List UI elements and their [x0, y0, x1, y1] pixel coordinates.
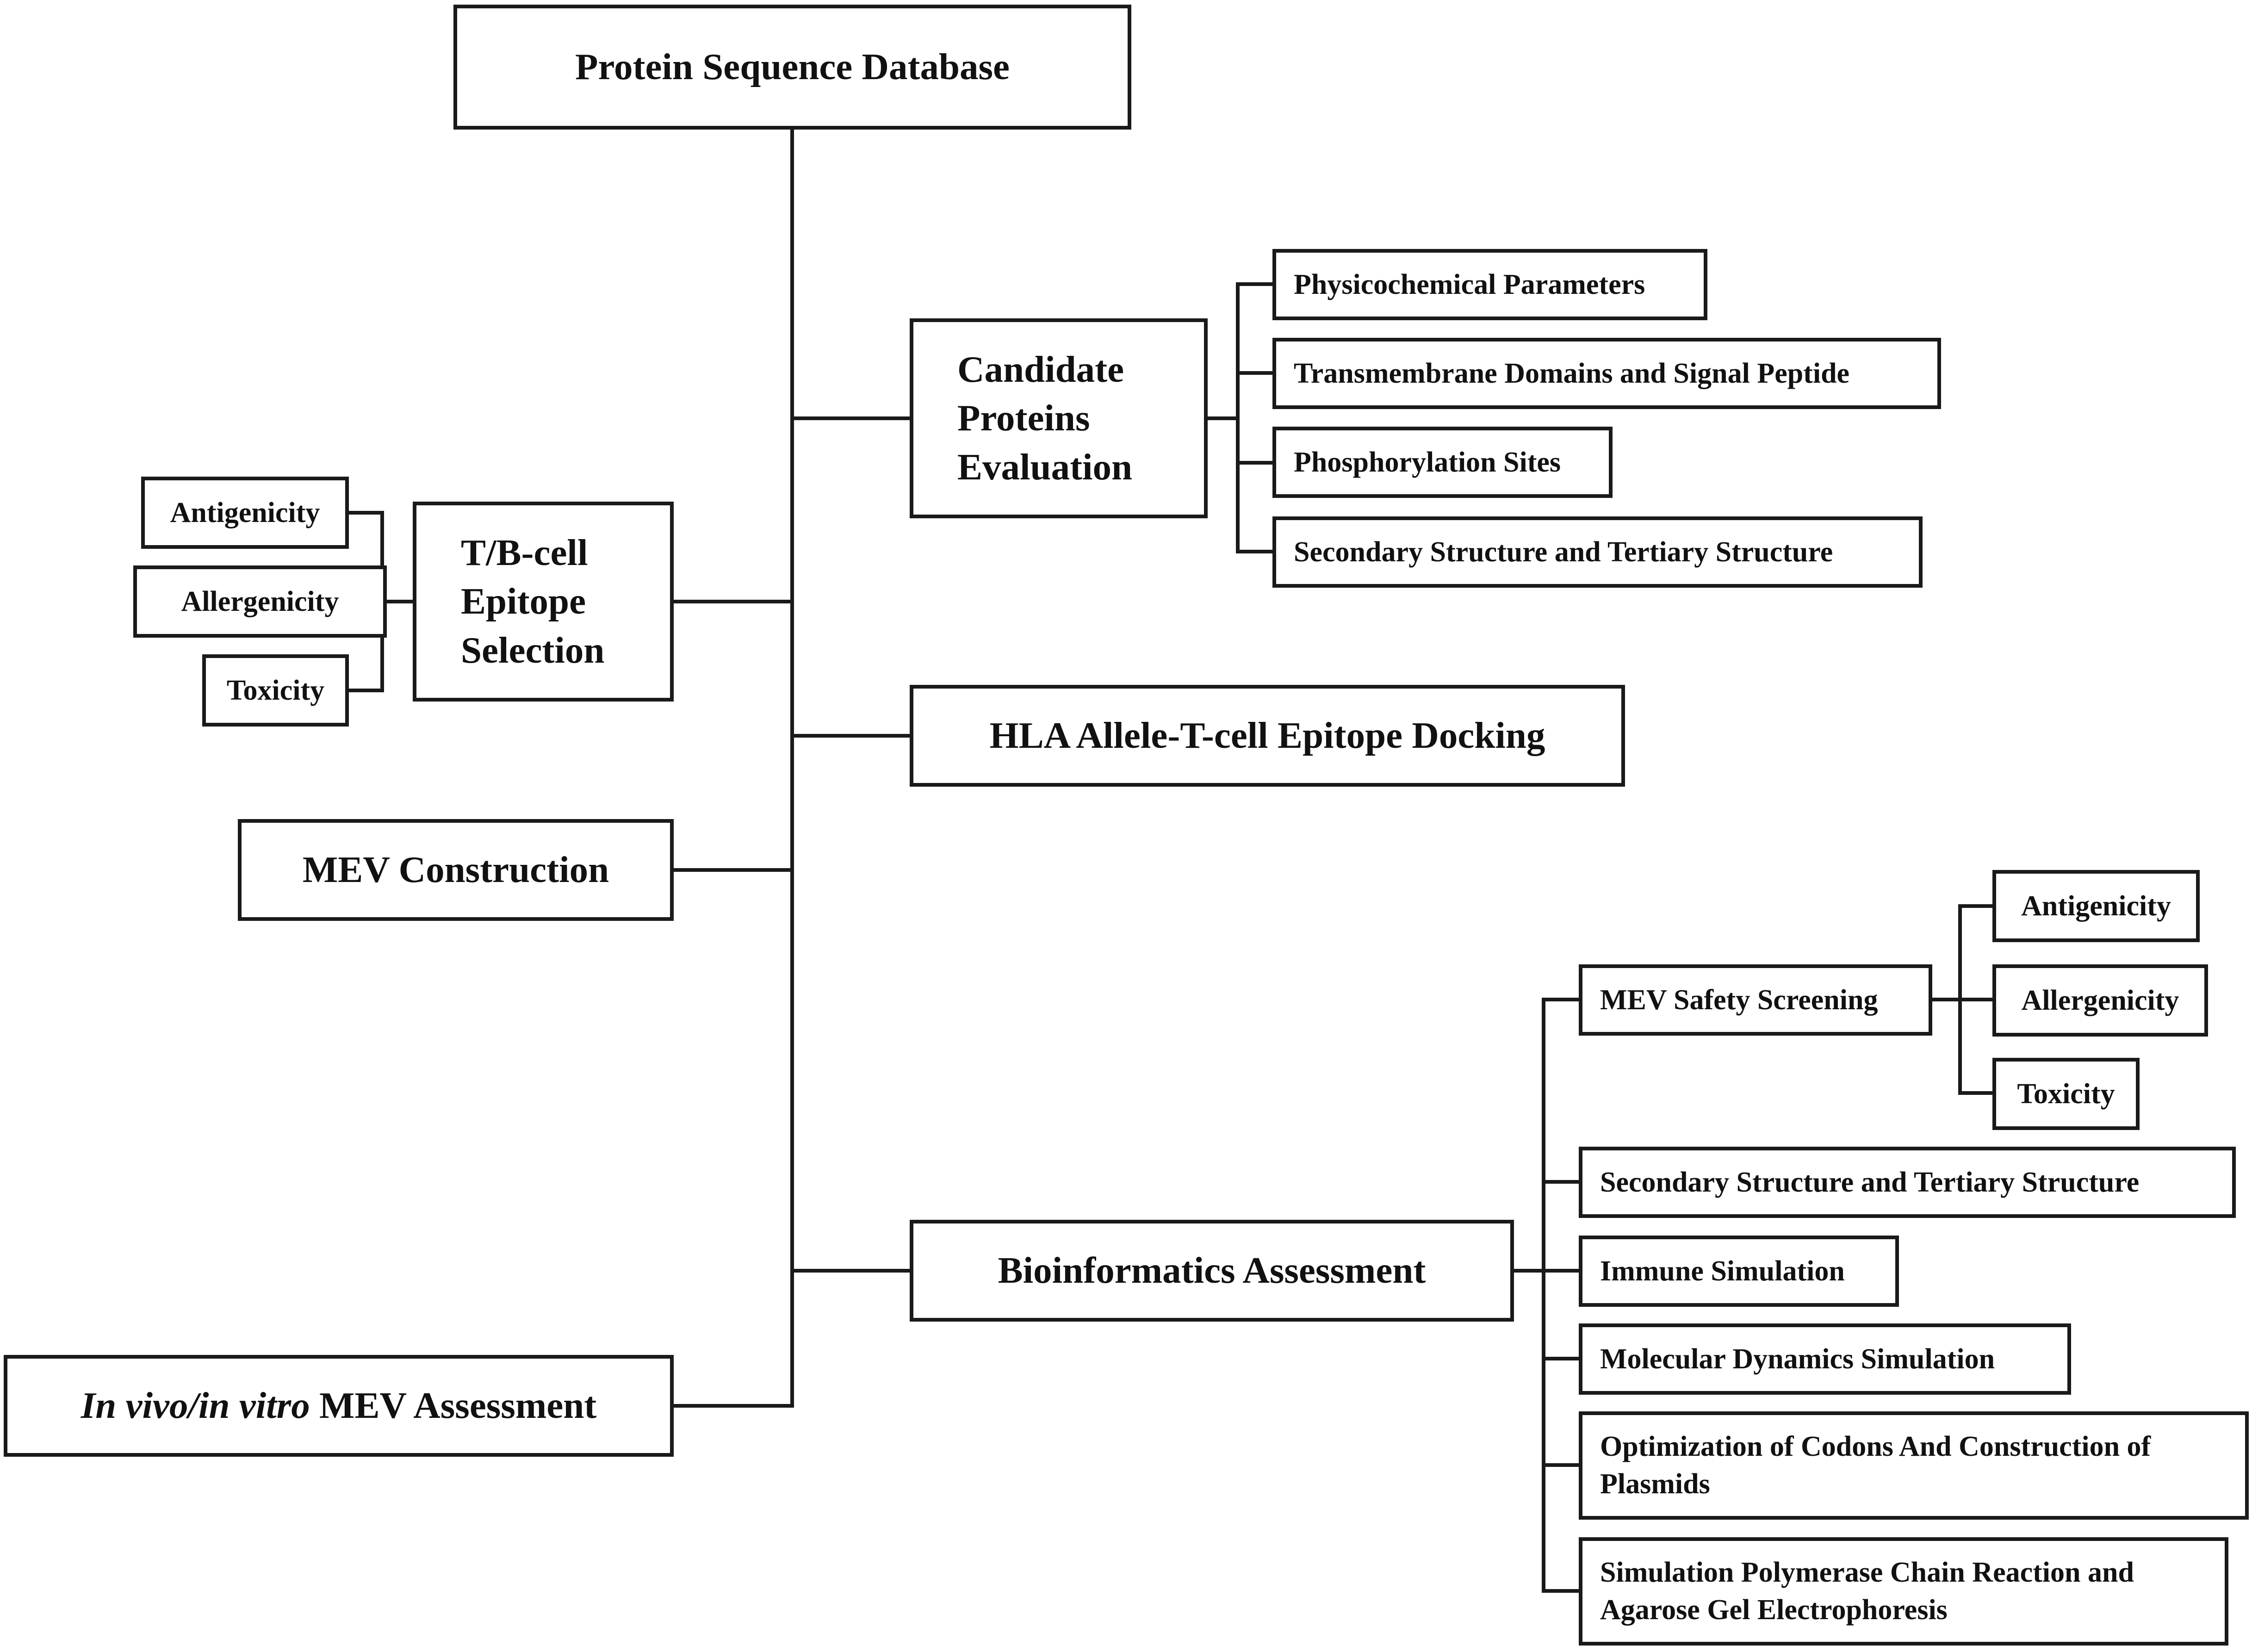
node-phosphorylation-sites: Phosphorylation Sites	[1272, 427, 1613, 498]
node-label-line: Selection	[461, 629, 605, 671]
node-epitope-toxicity: Toxicity	[202, 654, 349, 727]
node-secondary-tertiary-structure: Secondary Structure and Tertiary Structu…	[1272, 516, 1923, 588]
node-label-line: Proteins	[957, 397, 1090, 439]
node-label: Secondary Structure and Tertiary Structu…	[1600, 1166, 2140, 1198]
node-bio-secondary-tertiary-structure: Secondary Structure and Tertiary Structu…	[1579, 1147, 2236, 1218]
node-label: Transmembrane Domains and Signal Peptide	[1294, 357, 1850, 389]
node-molecular-dynamics-simulation: Molecular Dynamics Simulation	[1579, 1323, 2071, 1395]
node-immune-simulation: Immune Simulation	[1579, 1236, 1899, 1307]
node-label: Allergenicity	[181, 585, 339, 617]
node-label: Allergenicity	[2021, 984, 2179, 1016]
node-label: Bioinformatics Assessment	[998, 1249, 1426, 1292]
node-tb-cell-epitope-selection: T/B-cell Epitope Selection	[413, 502, 674, 702]
node-label: Protein Sequence Database	[575, 46, 1010, 88]
node-mev-construction: MEV Construction	[238, 819, 674, 921]
node-label: In vivo/in vitro MEV Assessment	[81, 1381, 597, 1430]
node-label: Molecular Dynamics Simulation	[1600, 1343, 1995, 1375]
node-label-line: Evaluation	[957, 446, 1133, 488]
node-mev-safety-screening: MEV Safety Screening	[1579, 964, 1932, 1036]
node-label: Toxicity	[226, 674, 325, 706]
node-label-italic: In vivo/in vitro	[81, 1385, 310, 1427]
node-label: Simulation Polymerase Chain Reaction and…	[1600, 1557, 2134, 1626]
node-label: Phosphorylation Sites	[1294, 446, 1561, 478]
node-physicochemical-parameters: Physicochemical Parameters	[1272, 249, 1707, 320]
node-label-rest: MEV Assessment	[310, 1385, 597, 1427]
node-label: Antigenicity	[170, 497, 320, 528]
node-label: MEV Construction	[302, 849, 609, 891]
node-invivo-invitro-assessment: In vivo/in vitro MEV Assessment	[4, 1355, 674, 1457]
node-codon-optimization: Optimization of Codons And Construction …	[1579, 1411, 2249, 1520]
node-hla-docking: HLA Allele-T-cell Epitope Docking	[910, 685, 1625, 787]
node-epitope-allergenicity: Allergenicity	[133, 565, 387, 638]
node-safety-allergenicity: Allergenicity	[1992, 964, 2208, 1037]
node-label-line: Epitope	[461, 580, 586, 622]
node-label-line: T/B-cell	[461, 532, 588, 574]
node-epitope-antigenicity: Antigenicity	[141, 477, 349, 549]
node-transmembrane-domains: Transmembrane Domains and Signal Peptide	[1272, 338, 1941, 409]
node-protein-sequence-database: Protein Sequence Database	[453, 5, 1131, 130]
node-label: Physicochemical Parameters	[1294, 268, 1645, 300]
node-label: Immune Simulation	[1600, 1255, 1845, 1287]
node-label: HLA Allele-T-cell Epitope Docking	[989, 714, 1545, 757]
node-safety-toxicity: Toxicity	[1992, 1058, 2140, 1130]
node-label-line: Candidate	[957, 348, 1124, 391]
node-pcr-electrophoresis: Simulation Polymerase Chain Reaction and…	[1579, 1537, 2228, 1646]
node-label: Secondary Structure and Tertiary Structu…	[1294, 536, 1833, 568]
node-bioinformatics-assessment: Bioinformatics Assessment	[910, 1220, 1514, 1322]
node-label: Antigenicity	[2021, 890, 2171, 922]
node-candidate-proteins-evaluation: Candidate Proteins Evaluation	[910, 318, 1208, 518]
node-label: Optimization of Codons And Construction …	[1600, 1431, 2151, 1500]
node-label: Toxicity	[2017, 1078, 2115, 1110]
node-safety-antigenicity: Antigenicity	[1992, 870, 2200, 942]
node-label: MEV Safety Screening	[1600, 984, 1878, 1016]
